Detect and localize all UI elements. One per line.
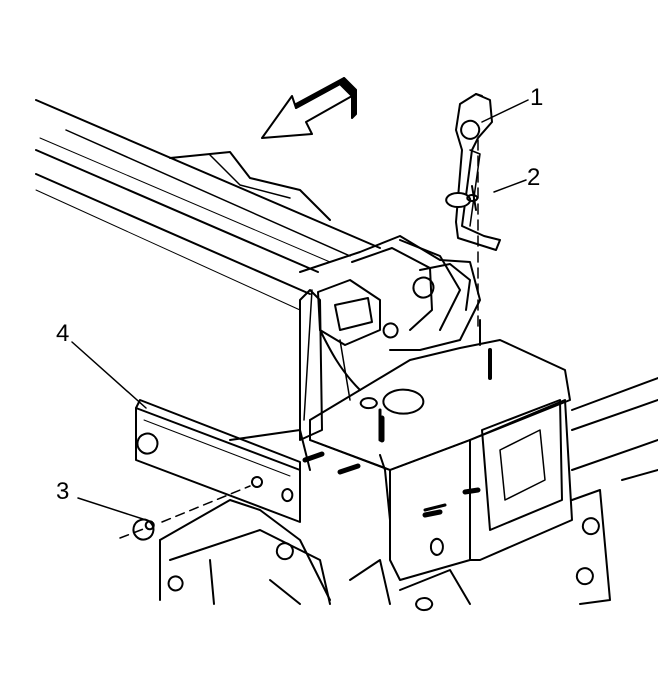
lower-structure	[159, 429, 471, 612]
leader-lines	[71, 99, 529, 521]
direction-arrow-icon	[261, 77, 357, 139]
studs	[302, 319, 492, 518]
frame-rail	[35, 99, 381, 311]
part-1-strap-bracket	[455, 93, 501, 251]
leader-2	[493, 179, 527, 193]
callout-1: 1	[530, 84, 544, 111]
main-bracket	[309, 339, 573, 581]
mounting-tower	[299, 235, 481, 441]
callout-3: 3	[56, 478, 70, 505]
part-2-nut	[445, 185, 479, 211]
callout-2: 2	[527, 164, 541, 191]
alignment-line-3	[119, 485, 251, 539]
callout-4: 4	[56, 320, 70, 347]
leader-1	[481, 99, 529, 123]
right-rail	[571, 377, 658, 605]
leader-4	[71, 341, 147, 409]
part-3-nut	[132, 518, 155, 541]
leader-3	[77, 497, 147, 521]
part-4-plate	[135, 399, 301, 523]
